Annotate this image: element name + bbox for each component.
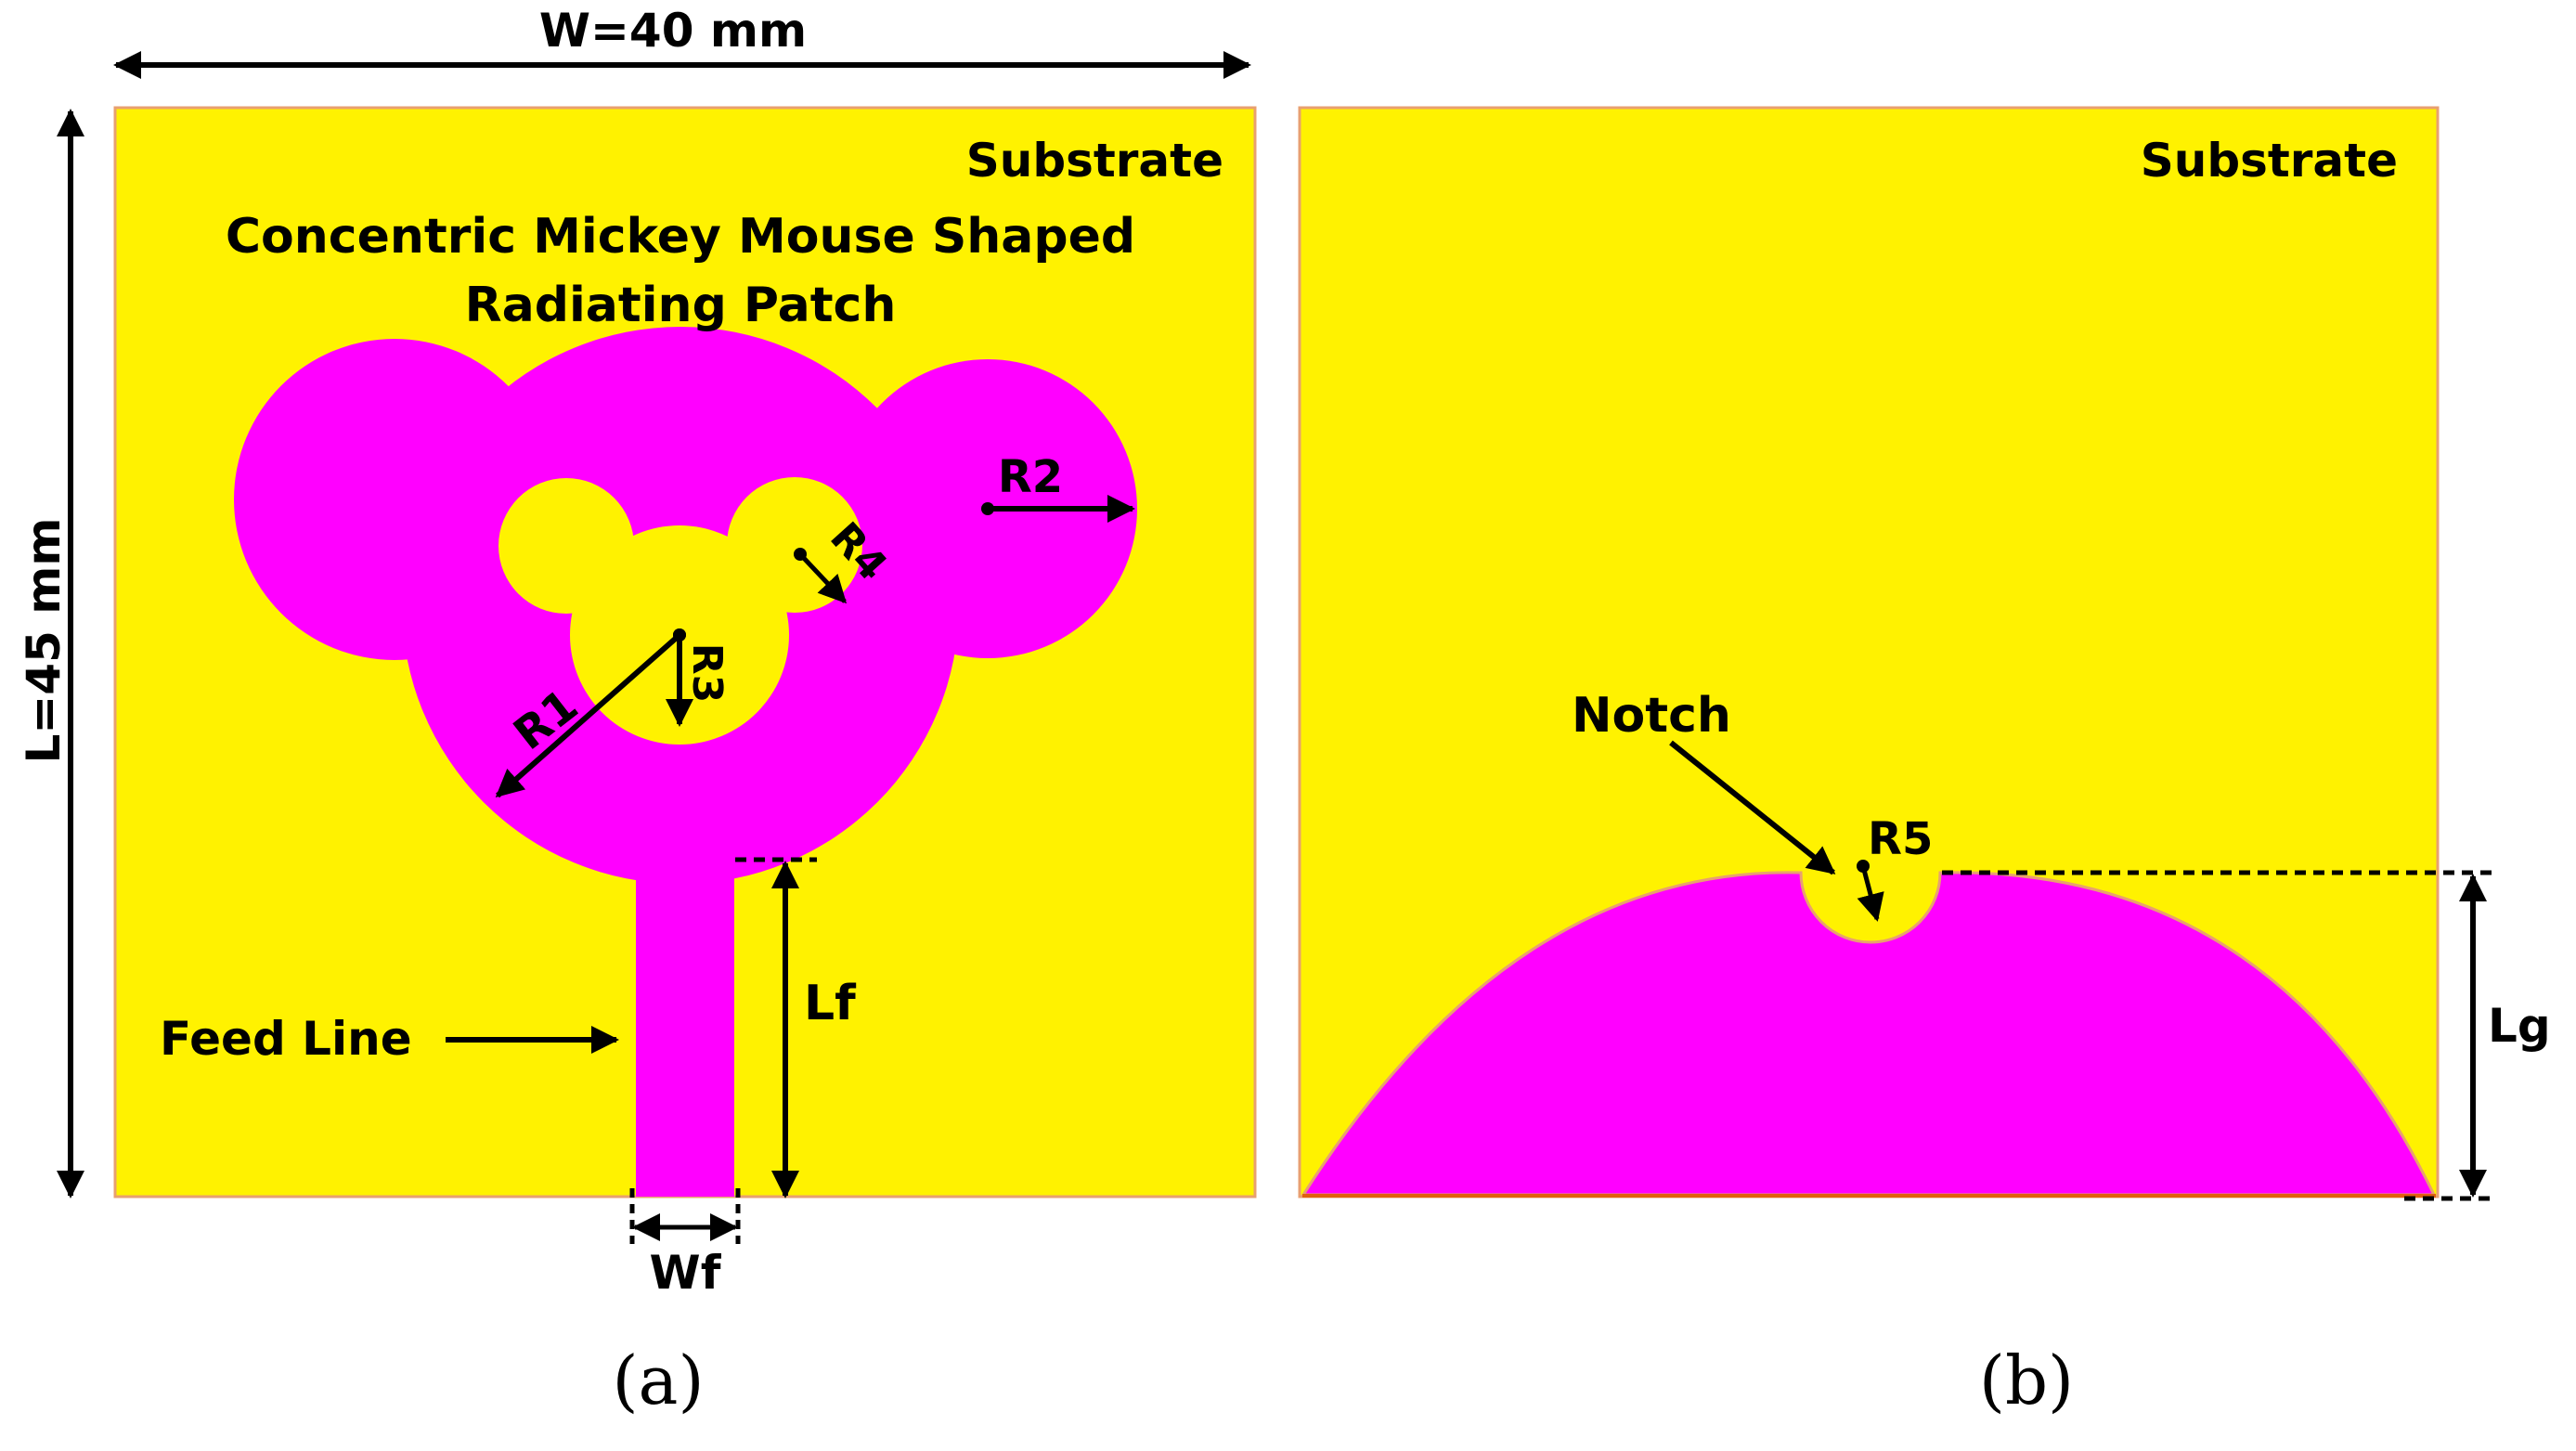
notch-label: Notch — [1572, 688, 1731, 744]
radiating-patch-inner-slot — [498, 477, 862, 745]
notch-arrow — [1669, 740, 1836, 875]
panel-b: Substrate Notch R5 Lg (b) — [1298, 106, 2551, 1419]
r2-label: R2 — [998, 451, 1063, 503]
width-dimension-label: W=40 mm — [539, 4, 807, 58]
lf-label: Lf — [804, 976, 857, 1031]
substrate-label-a: Substrate — [966, 134, 1223, 188]
r4-radius-arrow — [794, 548, 848, 604]
patch-title-line2: Radiating Patch — [465, 278, 897, 333]
substrate-label-b: Substrate — [2141, 134, 2398, 188]
r3-label: R3 — [683, 643, 731, 704]
feed-line — [636, 860, 734, 1197]
caption-b: (b) — [1979, 1341, 2074, 1419]
length-dimension-label: L=45 mm — [17, 518, 71, 764]
panel-a: W=40 mm L=45 mm Substrate Concentric Mic… — [17, 4, 1257, 1419]
feed-line-label: Feed Line — [160, 1012, 412, 1066]
wf-label: Wf — [650, 1246, 722, 1300]
patch-title-line1: Concentric Mickey Mouse Shaped — [226, 209, 1135, 265]
r5-radius-arrow — [1857, 860, 1884, 922]
caption-a: (a) — [612, 1341, 704, 1419]
r5-label: R5 — [1868, 813, 1933, 865]
r1-radius-arrow — [495, 628, 686, 798]
ground-plane — [1301, 871, 2437, 1197]
lg-label: Lg — [2488, 999, 2551, 1053]
